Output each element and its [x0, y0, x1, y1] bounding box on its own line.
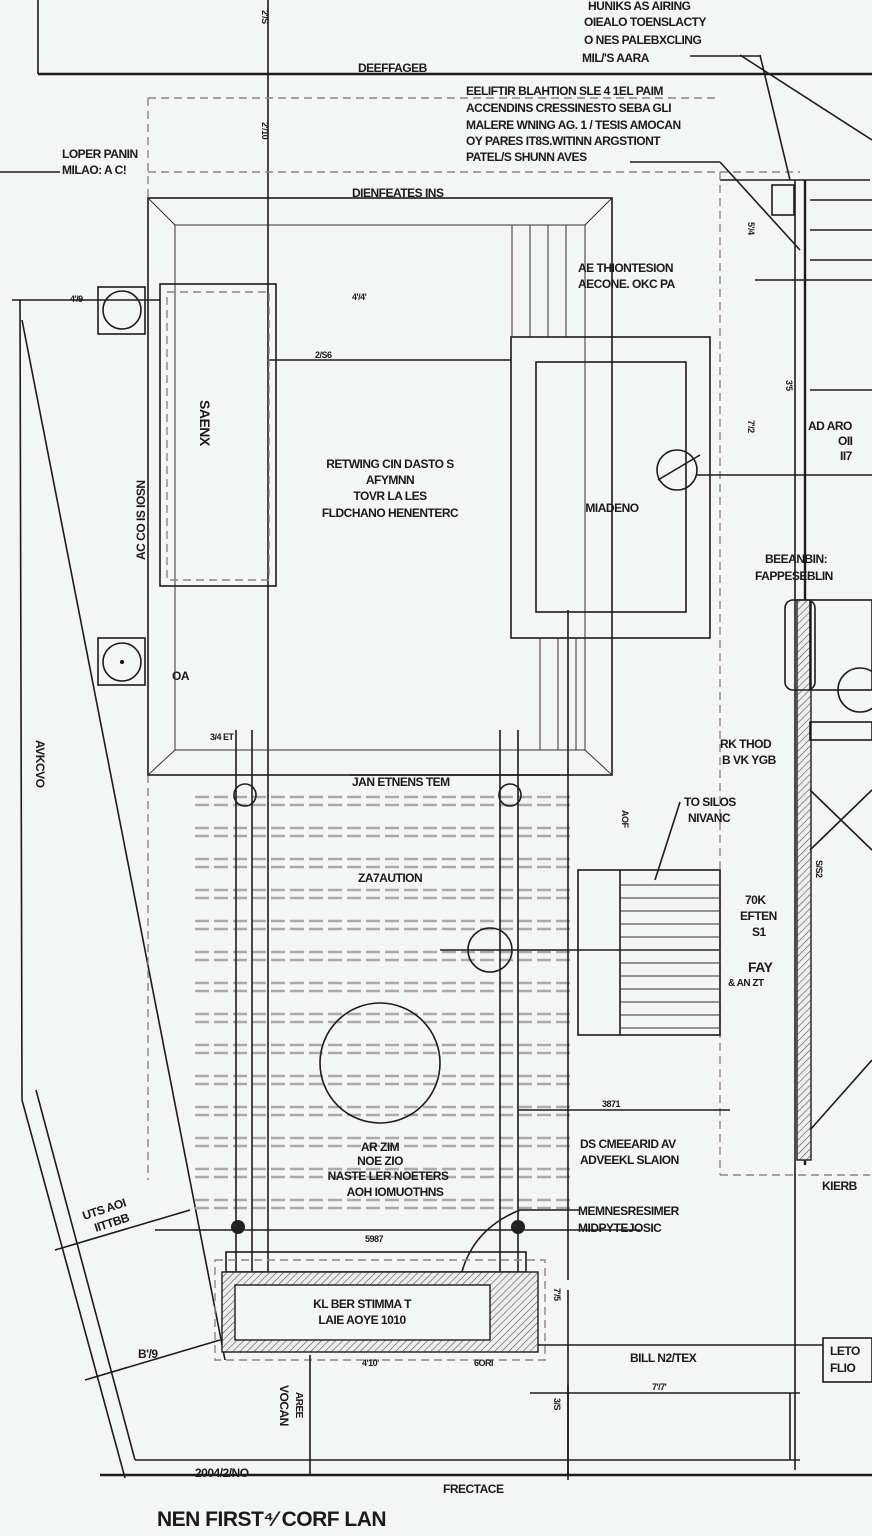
meeting-room [510, 336, 872, 639]
dim-mid: 2/S6 [315, 350, 332, 360]
annotations: HUNIKS AS AIRING OIEALO TOENSLACTY O NES… [33, 0, 860, 1496]
kierb-label: KIERB [822, 1179, 858, 1193]
column-markers [97, 286, 146, 686]
note-center-5: PATEL/S SHUNN AVES [466, 150, 587, 164]
right-edge-note-1: AD ARO [808, 419, 852, 433]
center-text-1: RETWING CIN DASTO S [326, 457, 454, 471]
header-label: DEEFFAGEB [358, 61, 428, 75]
dim-top: 4'/4' [352, 292, 367, 302]
dim-6om: 6ORI [474, 1358, 493, 1368]
area-note-3: NASTE LER NOETERS [328, 1169, 449, 1183]
right-box-1: LETO [830, 1344, 860, 1358]
note-top-right-1: HUNIKS AS AIRING [588, 0, 691, 13]
misc-dim-2: 2'/10 [260, 122, 270, 140]
note-top-right-3: O NES PALEBXCLING [584, 33, 701, 47]
misc-dim-3: 5'/4 [746, 222, 756, 235]
mid-note2-1: MEMNESRESIMER [578, 1204, 680, 1218]
right-label-1: BEEANBIN: [765, 552, 827, 566]
dim-left: 4'/9 [70, 294, 83, 304]
stair-label-4: FAY [748, 959, 774, 975]
note-center-2: ACCENDINS CRESSINESTO SEBA GLI [466, 101, 671, 115]
dim-b: B'/9 [138, 1347, 158, 1361]
stair-label-5: & AN ZT [728, 978, 764, 989]
right-box-2: FLIO [830, 1361, 855, 1375]
dim-410: 4'10' [362, 1358, 379, 1368]
right-note-2: AECONE. OKC PA [578, 277, 676, 291]
misc-dim-1: 2'/S [260, 10, 270, 24]
note-top-right-4: MIL/'S AARA [582, 51, 650, 65]
note-center-1: EELIFTIR BLAHTION SLE 4 1EL PAIM [466, 84, 663, 98]
left-panel-label-1: LOPER PANIN [62, 147, 138, 161]
right-dim-1: RK THOD [720, 737, 772, 751]
misc-dim-4: 7'/2 [746, 420, 756, 433]
dashed-boundary [147, 97, 870, 1180]
misc-dim-9: 3/S [552, 1398, 562, 1411]
bottom-box-text-2: LAIE AOYE 1010 [318, 1313, 406, 1327]
room-label-meeting: MIADENO [585, 501, 638, 515]
bottom-left-dim: 2004/2/NO [195, 1466, 249, 1480]
right-wall-elements [630, 54, 872, 1383]
room-top-label: DIENFEATES INS [352, 186, 444, 200]
bottom-bench-box [214, 1251, 823, 1475]
area-note-2: NOE ZIO [357, 1154, 403, 1168]
center-text-3: TOVR LA LES [353, 489, 427, 503]
misc-dim-6: AOF [620, 810, 630, 829]
vert-bottom-1: VOCAN [277, 1385, 291, 1426]
service-label: SAENX [197, 400, 213, 447]
misc-dim-7: S/S2 [814, 860, 824, 878]
stair-label-3: S1 [752, 925, 767, 939]
stair-note-2: NIVANC [688, 811, 731, 825]
stair-note-1: TO SILOS [684, 795, 736, 809]
zone-label: ZA7AUTION [358, 871, 422, 885]
stair-label-1: 70K [745, 893, 766, 907]
right-label-2: FAPPESEBLIN [755, 569, 833, 583]
vert-bottom-2: AREE [293, 1392, 304, 1419]
stair-label-2: EFTEN [740, 909, 777, 923]
misc-dim-8: 7'/5 [552, 1288, 562, 1301]
right-edge-note-3: II7 [840, 449, 853, 463]
vertical-left-label: AC CO IS IOSN [134, 480, 148, 560]
vertical-far-left-label: AVKCVO [33, 740, 47, 788]
main-room [147, 197, 613, 776]
entrance-label: JAN ETNENS TEM [352, 775, 450, 789]
dim-3871: 3871 [602, 1099, 621, 1109]
service-panel [159, 283, 277, 587]
mid-note2-2: MIDPYTEJOSIC [578, 1221, 662, 1235]
label-oa: OA [172, 669, 190, 683]
frontage-label: FRECTACE [443, 1482, 504, 1496]
dim-5987: 5987 [365, 1234, 384, 1244]
misc-dim-5: 3'5 [784, 380, 794, 391]
deck-dashed-rows [195, 795, 570, 1210]
note-center-4: OY PARES IT8S.WITINN ARGSTIONT [466, 134, 661, 148]
note-top-right-2: OIEALO TOENSLACTY [584, 15, 706, 29]
bill-label: BILL N2/TEX [630, 1351, 697, 1365]
dim-7n: 7'/7' [652, 1382, 667, 1392]
left-panel-label-2: MILAO: A C! [62, 163, 126, 177]
center-text-2: AFYMNN [366, 473, 414, 487]
right-mid-note-2: ADVEEKL SLAION [580, 1153, 679, 1167]
note-center-3: MALERE WNING AG. 1 / TESIS AMOCAN [466, 118, 681, 132]
right-mid-note-1: DS CMEEARID AV [580, 1137, 676, 1151]
area-note-1: AR ZIM [361, 1140, 400, 1154]
drawing-title: NEN FIRST⁴⁄ CORF LAN [157, 1508, 386, 1531]
area-note-4: AOH IOMUOTHNS [347, 1185, 444, 1199]
right-dim-2: B VK YGB [722, 753, 777, 767]
bottom-box-text-1: KL BER STIMMA T [313, 1297, 412, 1311]
staircase [577, 869, 721, 1036]
center-text-4: FLDCHANO HENENTERC [322, 506, 459, 520]
dim-small: 3/4 ET [210, 732, 235, 742]
right-note-1: AE THIONTESION [578, 261, 673, 275]
lower-structure [155, 610, 730, 1281]
right-edge-note-2: OII [838, 434, 853, 448]
